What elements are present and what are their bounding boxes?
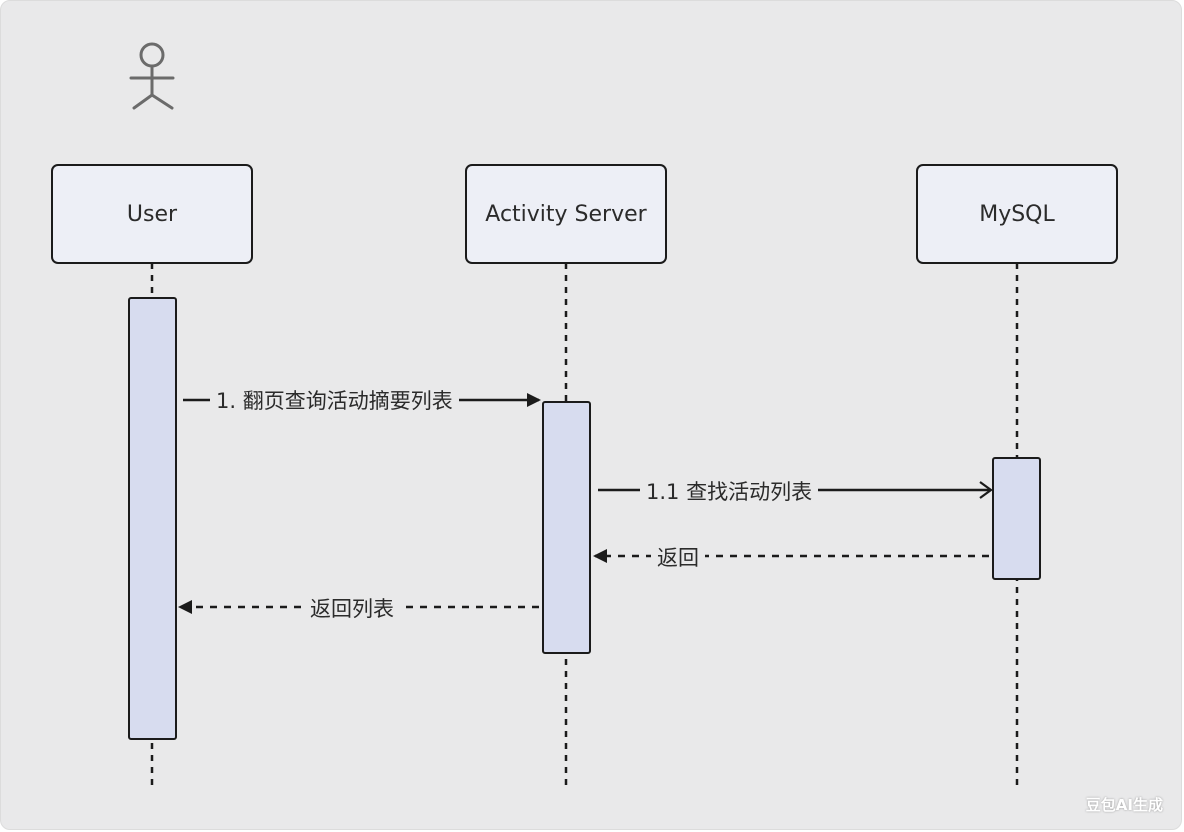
return-mysql-label: 返回 (651, 545, 705, 571)
return-list-label: 返回列表 (304, 596, 400, 622)
message-1-1-label: 1.1 查找活动列表 (640, 479, 819, 505)
message-1-label: 1. 翻页查询活动摘要列表 (210, 388, 459, 414)
participant-mysql-label: MySQL (979, 201, 1055, 227)
participant-mysql: MySQL (916, 164, 1118, 264)
participant-activity-server: Activity Server (465, 164, 667, 264)
participant-user: User (51, 164, 253, 264)
activation-server (542, 401, 591, 654)
watermark: 豆包AI生成 (1085, 796, 1163, 814)
activation-mysql (992, 457, 1041, 580)
participant-user-label: User (126, 201, 178, 227)
participant-activity-server-label: Activity Server (485, 201, 647, 227)
activation-user (128, 297, 177, 740)
actor-icon (129, 42, 175, 110)
